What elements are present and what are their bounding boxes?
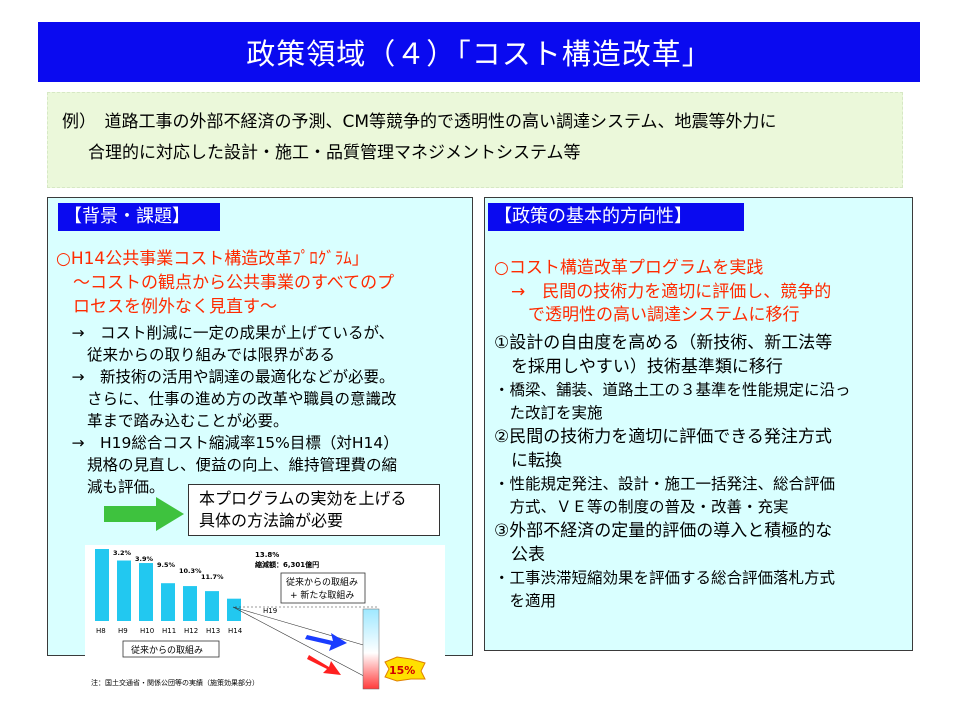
left-line-2: 従来からの取り組みでは限界がある (56, 346, 336, 364)
policy-direction-panel (484, 197, 913, 651)
x-tick-H12: H12 (184, 627, 198, 635)
reduction-label-2: 3.9% (135, 555, 154, 563)
target-label: 15% (389, 664, 415, 677)
policy-direction-heading: 【政策の基本的方向性】 (488, 203, 744, 231)
left-line-3: → 新技術の活用や調達の最適化などが必要。 (56, 368, 395, 386)
page-title: 政策領域（４）「コスト構造改革」 (246, 37, 712, 71)
summary-label-1: 13.8% (255, 551, 279, 559)
title-banner: 政策領域（４）「コスト構造改革」 (38, 22, 920, 82)
reduction-label-3: 9.5% (157, 561, 176, 569)
x-tick-H13: H13 (206, 627, 220, 635)
right-line-4: た改訂を実施 (494, 404, 603, 422)
method-needed-box: 本プログラムの実効を上げる 具体の方法論が必要 (188, 484, 440, 536)
right-line-1: ①設計の自由度を高める（新技術、新工法等 (494, 333, 833, 353)
right-line-2: を採用しやすい）技術基準類に移行 (494, 357, 783, 377)
left-line-7: 規格の見直し、便益の向上、維持管理費の縮 (56, 456, 398, 474)
x-tick-H10: H10 (140, 627, 154, 635)
bars-group (95, 549, 241, 621)
reduction-label-4: 10.3% (179, 567, 202, 575)
right-line-3: ・橋梁、舗装、道路土工の３基準を性能規定に沿っ (494, 381, 851, 399)
x-tick-H8: H8 (96, 627, 106, 635)
method-needed-line-2: 具体の方法論が必要 (199, 511, 344, 530)
new-initiative-arrow (305, 633, 347, 651)
bar-H10 (139, 563, 153, 621)
conventional-label-box (122, 640, 220, 658)
future-label: H19 (263, 607, 277, 615)
left-line-1: → コスト削減に一定の成果が上げているが、 (56, 324, 395, 342)
x-tick-H14: H14 (228, 627, 243, 635)
x-tick-labels: H8 H9 H10 H11 H12 H13 H14 (96, 627, 243, 635)
right-line-9: ③外部不経済の定量的評価の導入と積極的な (494, 521, 833, 541)
left-red-line-1: ○H14公共事業コスト構造改革ﾌﾟﾛｸﾞﾗﾑ」 (56, 249, 369, 269)
reduction-labels: 3.2%3.9%9.5%10.3%11.7% (113, 549, 224, 581)
right-line-7: ・性能規定発注、設計・施工一括発注、総合評価 (494, 475, 836, 493)
trend-line-2 (232, 606, 378, 650)
legend-box: 従来からの取組み + 新たな取組み (280, 572, 366, 604)
bar-H9 (117, 560, 131, 621)
bar-H12 (183, 586, 197, 621)
right-line-5: ②民間の技術力を適切に評価できる発注方式 (494, 427, 832, 447)
example-line-1: 例） 道路工事の外部不経済の予測、CM等競争的で透明性の高い調達システム、地震等… (62, 112, 777, 132)
right-red-line-3: で透明性の高い調達システムに移行 (494, 305, 800, 325)
reduction-label-1: 3.2% (113, 549, 132, 557)
left-red-line-3: ロセスを例外なく見直す～ (56, 297, 277, 317)
right-line-6: に転換 (494, 451, 562, 471)
right-line-10: 公表 (494, 545, 545, 565)
left-line-4: さらに、仕事の進め方の改革や職員の意識改 (56, 390, 397, 408)
conventional-label: 従来からの取組み (131, 644, 203, 656)
method-needed-line-1: 本プログラムの実効を上げる (199, 489, 407, 508)
green-arrow-icon (104, 497, 184, 531)
target-bar (362, 608, 380, 690)
summary-label-2: 縮減額：6,301億円 (255, 560, 319, 569)
x-tick-H11: H11 (162, 627, 176, 635)
background-issues-heading: 【背景・課題】 (58, 203, 220, 231)
right-line-11: ・工事渋滞短縮効果を評価する総合評価落札方式 (494, 569, 836, 587)
left-line-5: 革まで踏み込むことが必要。 (56, 412, 289, 430)
reduction-label-5: 11.7% (201, 573, 224, 581)
x-tick-H9: H9 (118, 627, 128, 635)
left-red-line-2: ～コストの観点から公共事業のすべてのプ (56, 273, 395, 293)
bar-H14 (227, 598, 241, 621)
target-arrow (307, 655, 341, 675)
example-box: 例） 道路工事の外部不経済の予測、CM等競争的で透明性の高い調達システム、地震等… (47, 92, 903, 188)
example-line-2: 合理的に対応した設計・施工・品質管理マネジメントシステム等 (88, 143, 581, 163)
right-red-line-1: ○コスト構造改革プログラムを実践 (494, 258, 764, 278)
cost-reduction-chart: H8 H9 H10 H11 H12 H13 H14 3.2%3.9%9.5%10.3%11.… (85, 545, 445, 695)
legend-entry-2: + 新たな取組み (290, 589, 354, 601)
right-line-12: を適用 (494, 592, 557, 610)
target-burst (384, 656, 426, 682)
left-line-6: → H19総合コスト縮減率15%目標（対H14） (56, 434, 399, 452)
bar-H8 (95, 549, 109, 621)
bar-H13 (205, 591, 219, 621)
source-note: 注：国土交通省・関係公団等の実績（施策効果部分） (91, 678, 259, 687)
right-red-line-2: → 民間の技術力を適切に評価し、競争的 (494, 282, 832, 302)
left-line-8: 減も評価。 (56, 478, 165, 496)
trend-line (232, 606, 378, 684)
bar-H11 (161, 583, 175, 621)
legend-entry-1: 従来からの取組み (286, 576, 358, 588)
right-line-8: 方式、ＶＥ等の制度の普及・改善・充実 (494, 498, 789, 516)
